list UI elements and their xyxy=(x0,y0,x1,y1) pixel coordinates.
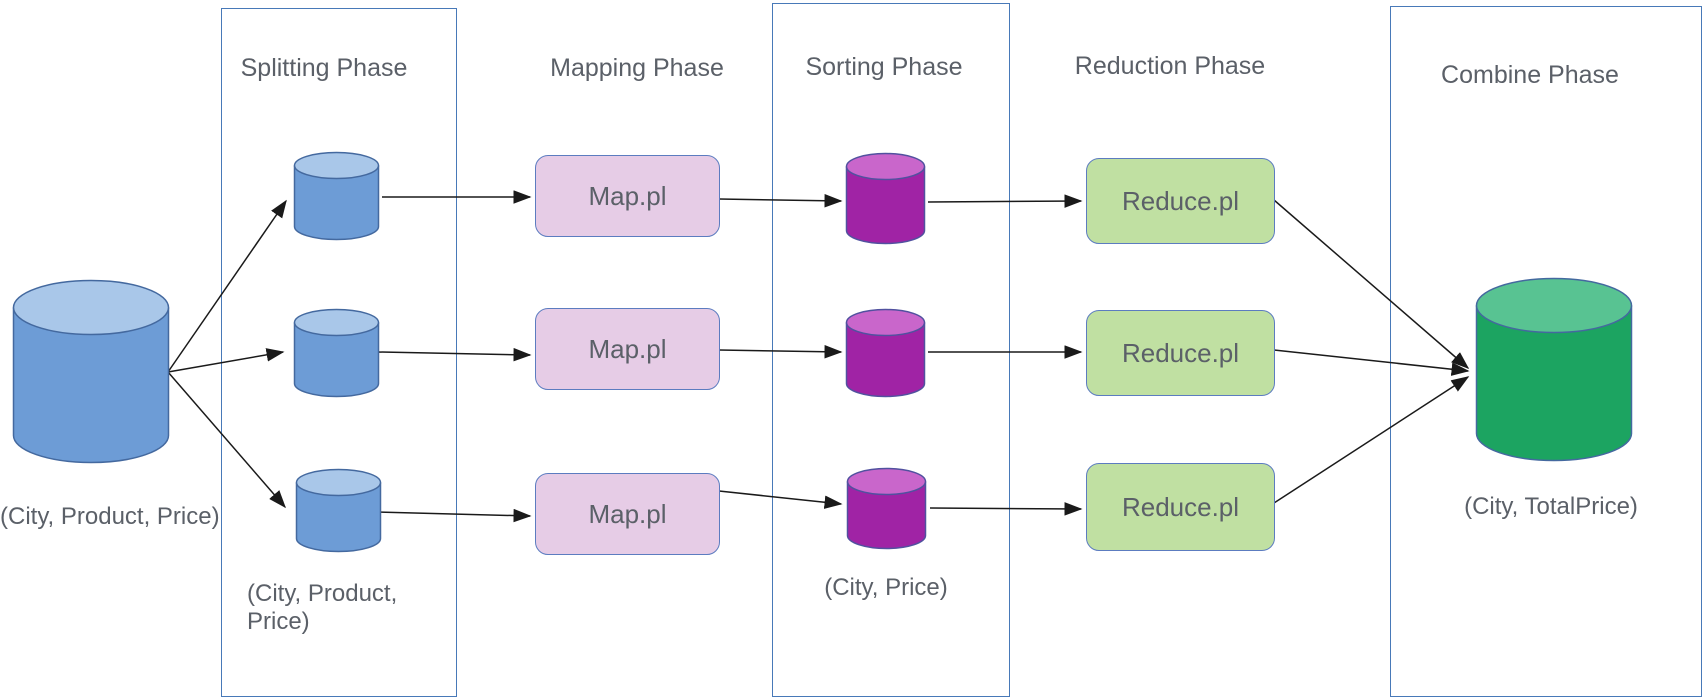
source-data-label: (City, Product, Price) xyxy=(0,503,220,530)
split-datastore-cylinder-3 xyxy=(295,468,382,553)
map-node-3: Map.pl xyxy=(535,473,720,555)
splitting-phase-box xyxy=(221,8,457,697)
split-datastore-cylinder-1 xyxy=(293,151,380,241)
sorted-datastore-cylinder-3 xyxy=(846,467,927,550)
map-node-label: Map.pl xyxy=(588,180,667,211)
map-node-1: Map.pl xyxy=(535,155,720,237)
reduce-node-label: Reduce.pl xyxy=(1121,491,1240,522)
sorted-datastore-cylinder-1 xyxy=(845,152,926,245)
reduce-node-1: Reduce.pl xyxy=(1086,158,1275,244)
mapping-phase-title: Mapping Phase xyxy=(550,54,724,82)
combined-datastore-cylinder xyxy=(1475,277,1633,462)
source-datastore-cylinder xyxy=(12,279,170,464)
combined-data-label: (City, TotalPrice) xyxy=(1464,493,1638,520)
sorting-phase-box xyxy=(772,3,1010,697)
combine-phase-title: Combine Phase xyxy=(1441,61,1619,89)
sorted-data-label: (City, Price) xyxy=(824,574,948,601)
reduce-node-label: Reduce.pl xyxy=(1121,337,1240,368)
map-node-2: Map.pl xyxy=(535,308,720,390)
reduce-node-label: Reduce.pl xyxy=(1121,185,1240,216)
sorting-phase-title: Sorting Phase xyxy=(805,53,963,81)
combine-phase-box xyxy=(1390,6,1702,697)
splitting-phase-title: Splitting Phase xyxy=(240,54,408,82)
reduce-node-3: Reduce.pl xyxy=(1086,463,1275,551)
reduction-phase-title: Reduction Phase xyxy=(1074,52,1266,80)
sorted-datastore-cylinder-2 xyxy=(845,308,926,398)
split-data-label-line2: Price) xyxy=(247,608,310,636)
split-data-label: (City, Product, Price) xyxy=(247,580,397,637)
split-data-label-line1: (City, Product, xyxy=(247,580,398,607)
map-node-label: Map.pl xyxy=(588,333,667,364)
reduce-node-2: Reduce.pl xyxy=(1086,310,1275,396)
map-node-label: Map.pl xyxy=(588,498,667,529)
split-datastore-cylinder-2 xyxy=(293,308,380,398)
